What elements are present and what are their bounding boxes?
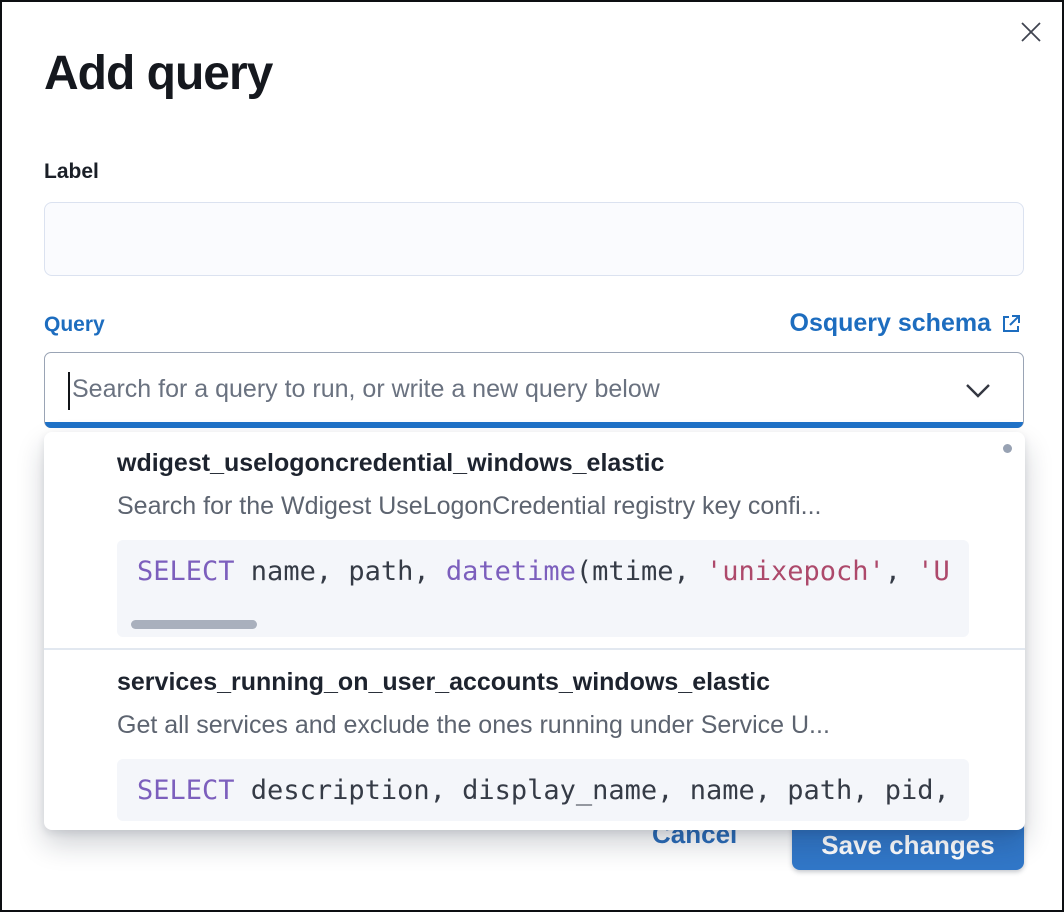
query-option[interactable]: wdigest_uselogoncredential_windows_elast… — [44, 448, 1025, 637]
query-search-input[interactable] — [72, 354, 952, 424]
query-option-title: services_running_on_user_accounts_window… — [117, 667, 771, 696]
sql-token-plain: (mtime, — [575, 556, 706, 587]
label-input[interactable] — [44, 202, 1024, 276]
query-option[interactable]: services_running_on_user_accounts_window… — [44, 650, 1025, 821]
query-combobox[interactable] — [44, 352, 1024, 428]
osquery-schema-link[interactable]: Osquery schema — [790, 309, 1023, 338]
sql-token-kw: SELECT — [137, 556, 235, 587]
sql-token-str: 'U — [917, 556, 950, 587]
label-field-label: Label — [44, 160, 99, 183]
sql-token-kw: datetime — [445, 556, 576, 587]
option-divider — [44, 648, 1025, 650]
text-cursor — [68, 372, 70, 410]
query-field-label: Query — [44, 313, 105, 336]
chevron-down-icon[interactable] — [965, 383, 991, 399]
combobox-focus-bar — [45, 422, 1023, 428]
query-option-title: wdigest_uselogoncredential_windows_elast… — [117, 449, 665, 477]
snippet-hscrollbar-thumb[interactable] — [131, 620, 257, 629]
sql-token-plain: name, path, — [234, 556, 446, 587]
query-option-description: Get all services and exclude the ones ru… — [117, 710, 830, 739]
query-option-sql-snippet: SELECT name, path, datetime(mtime, 'unix… — [117, 540, 969, 637]
sql-token-plain: , — [884, 556, 918, 587]
osquery-schema-link-label: Osquery schema — [789, 309, 992, 337]
modal-title: Add query — [44, 47, 273, 100]
close-icon — [1021, 21, 1041, 42]
dropdown-scrollbar-thumb[interactable] — [1003, 444, 1012, 453]
external-link-icon — [1003, 314, 1020, 332]
sql-token-plain: description, display_name, name, path, p… — [234, 774, 950, 806]
options-list: wdigest_uselogoncredential_windows_elast… — [44, 432, 1025, 821]
close-button[interactable] — [1016, 18, 1046, 48]
query-option-description: Search for the Wdigest UseLogonCredentia… — [117, 492, 822, 520]
sql-code: SELECT name, path, datetime(mtime, 'unix… — [137, 556, 969, 588]
query-option-sql-snippet: SELECT description, display_name, name, … — [117, 758, 969, 821]
sql-token-str: 'unixepoch' — [705, 556, 885, 587]
query-options-dropdown: wdigest_uselogoncredential_windows_elast… — [44, 432, 1025, 830]
sql-code: SELECT description, display_name, name, … — [137, 775, 969, 807]
sql-token-kw: SELECT — [137, 774, 235, 806]
